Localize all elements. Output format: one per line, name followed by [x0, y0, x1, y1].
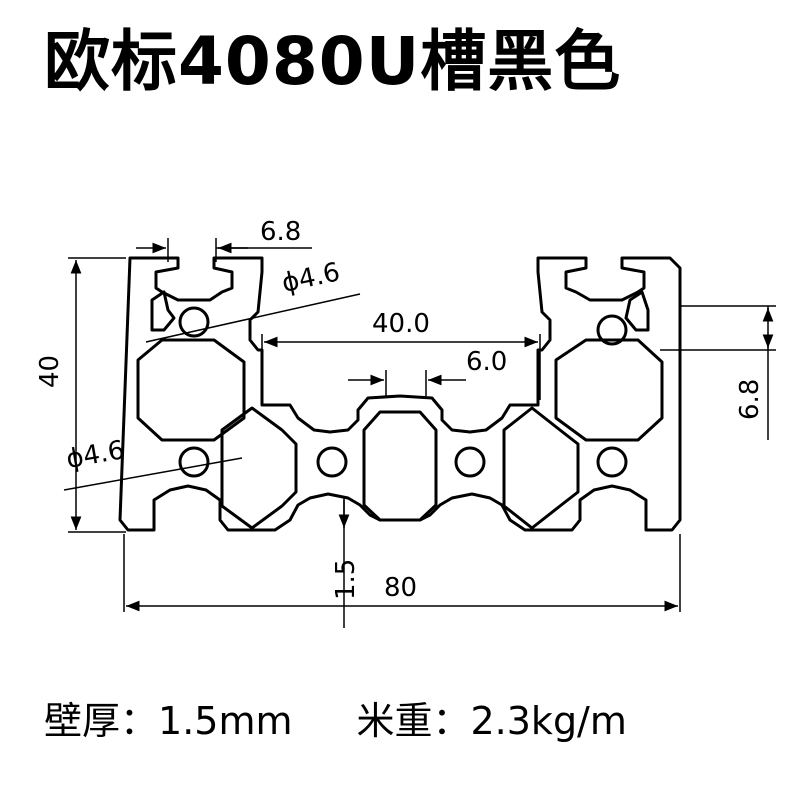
dim-width: 80 [384, 573, 417, 603]
dim-hole-left: ϕ4.6 [64, 435, 127, 475]
spec-line: 壁厚：1.5mm 米重：2.3kg/m [44, 690, 627, 745]
hole-bottom-left [178, 446, 210, 478]
hole-top-left [178, 306, 210, 338]
hole-top-right [596, 314, 628, 346]
product-title: 欧标4080U槽黑色 [44, 23, 622, 100]
weight-value: 2.3kg/m [470, 699, 627, 743]
profile-outline [118, 256, 682, 532]
dim-center-spacing: 40.0 [372, 309, 430, 339]
dim-hole-top: ϕ4.6 [279, 257, 342, 299]
hole-center-left [316, 446, 348, 478]
wall-thickness-spec: 壁厚：1.5mm [44, 690, 292, 745]
dim-slot-depth: 6.8 [735, 379, 765, 420]
dim-wall: 1.5 [331, 559, 361, 600]
dim-slot-opening: 6.0 [466, 347, 507, 377]
wall-thickness-label: 壁厚： [44, 699, 159, 743]
weight-spec: 米重：2.3kg/m [356, 690, 626, 745]
hole-bottom-right [596, 446, 628, 478]
wall-thickness-value: 1.5mm [158, 699, 293, 743]
dimension-lines [63, 238, 776, 628]
hole-center-right [454, 446, 486, 478]
dim-slot-width: 6.8 [260, 217, 301, 247]
center-holes [178, 306, 628, 478]
dim-height: 40 [35, 355, 65, 388]
dimension-labels: 6.8 ϕ4.6 40.0 6.0 40 ϕ4.6 6.8 80 1.5 [35, 217, 765, 603]
weight-label: 米重： [356, 699, 471, 743]
